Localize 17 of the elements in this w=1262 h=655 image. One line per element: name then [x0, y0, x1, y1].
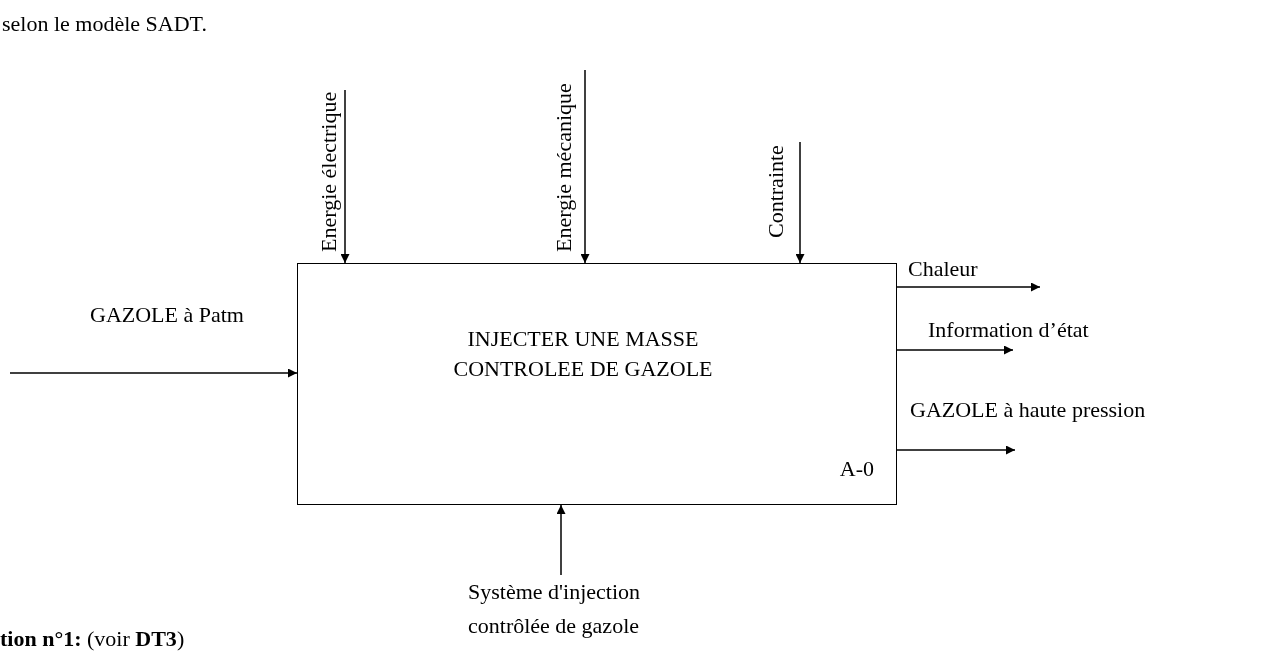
arrow [795, 141, 805, 264]
node-reference: A-0 [839, 456, 874, 482]
flow-label: Energie mécanique [548, 62, 585, 252]
function-box [297, 263, 897, 505]
note-text: selon le modèle SADT. [2, 12, 207, 36]
arrow [9, 368, 298, 378]
arrow [896, 282, 1041, 292]
flow-label: Energie électrique [313, 70, 345, 252]
arrow [896, 345, 1014, 355]
function-title: INJECTER UNE MASSE CONTROLEE DE GAZOLE [452, 325, 714, 383]
arrow [556, 504, 566, 576]
flow-label: Contrainte [760, 120, 800, 238]
arrow [580, 69, 590, 264]
arrow [340, 89, 350, 264]
note-text: tion n°1: (voir DT3) [0, 627, 185, 651]
flow-label: Système d'injection contrôlée de gazole [468, 575, 658, 647]
arrow [896, 445, 1016, 455]
